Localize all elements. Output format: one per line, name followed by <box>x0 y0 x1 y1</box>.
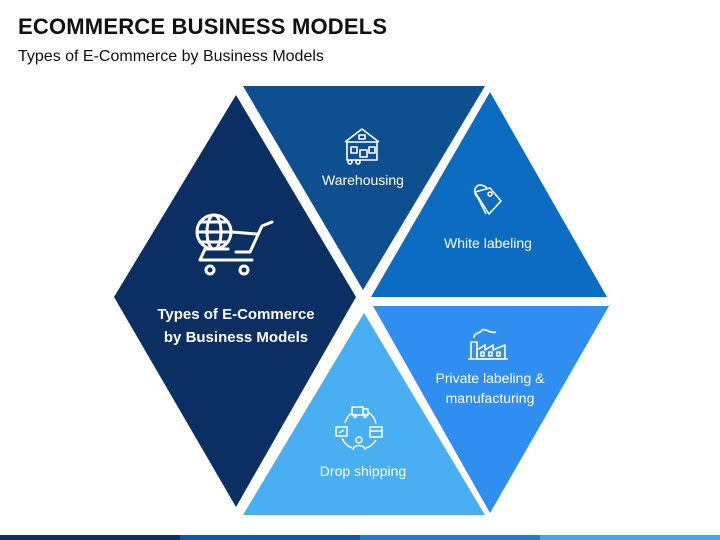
page-title: ECOMMERCE BUSINESS MODELS <box>18 14 388 39</box>
center-rhombus <box>114 95 356 507</box>
private-labeling-label: Private labeling & manufacturing <box>412 368 568 408</box>
page-subtitle: Types of E-Commerce by Business Models <box>18 48 324 65</box>
footer-bar-segment <box>0 535 180 540</box>
private-labeling-label-line1: Private labeling & <box>435 370 545 386</box>
footer-bar-segment <box>180 535 360 540</box>
globe-cart-icon <box>195 213 274 276</box>
white-labeling-label: White labeling <box>444 235 532 251</box>
segment-private-labeling <box>373 306 609 513</box>
price-tag-icon <box>473 184 502 215</box>
segment-white-labeling <box>371 92 607 297</box>
drop-shipping-label: Drop shipping <box>319 463 407 479</box>
warehouse-icon <box>344 128 380 165</box>
center-label: Types of E-Commerce by Business Models <box>128 303 344 349</box>
segment-warehousing <box>243 86 485 290</box>
footer-bar-segment <box>540 535 720 540</box>
footer-bar-segment <box>360 535 540 540</box>
center-label-line2: by Business Models <box>163 329 309 346</box>
center-label-line1: Types of E-Commerce <box>157 306 315 323</box>
factory-icon <box>468 328 508 360</box>
drop-shipping-cycle-icon <box>335 406 383 451</box>
private-labeling-label-line2: manufacturing <box>445 390 535 406</box>
warehousing-label: Warehousing <box>322 172 404 188</box>
